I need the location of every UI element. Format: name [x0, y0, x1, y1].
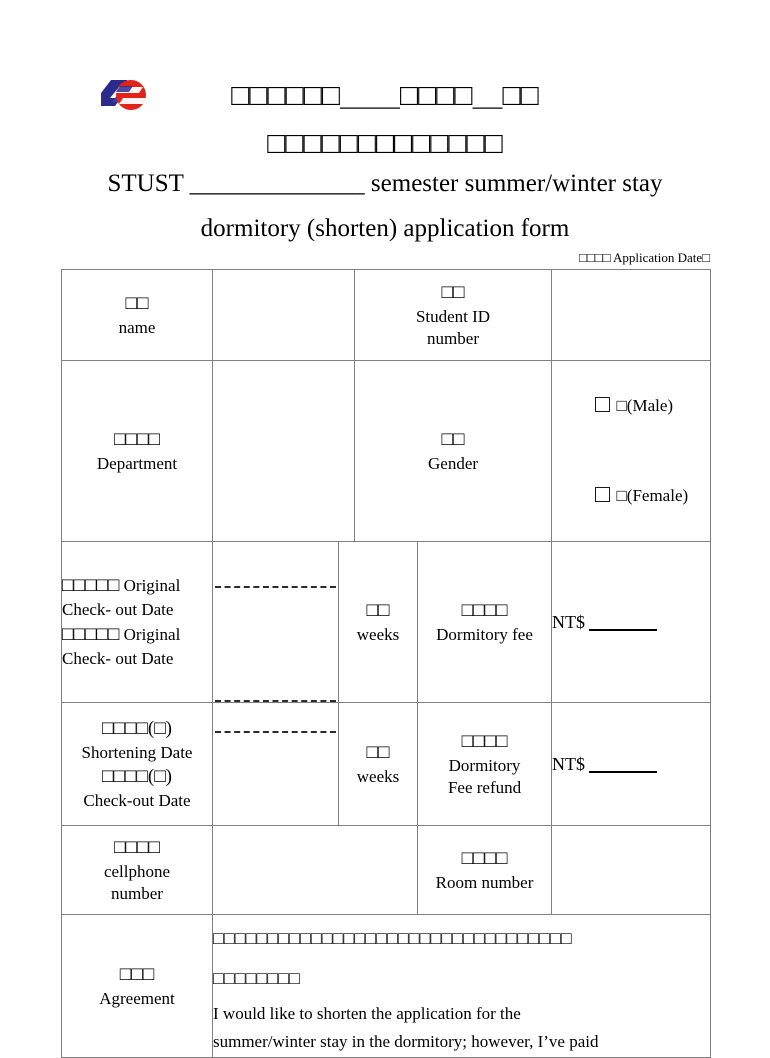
agreement-en-line-2: summer/winter stay in the dormitory; how… — [213, 1032, 599, 1051]
gender-option-female-label: □(Female) — [616, 486, 689, 505]
label-department: □□□□ Department — [61, 360, 213, 542]
field-name-value[interactable] — [211, 269, 356, 361]
label-dormitory-fee-cjk: □□□□ — [461, 600, 508, 621]
label-original-weeks: □□ weeks — [337, 541, 419, 703]
dormitory-fee-blank[interactable] — [589, 628, 658, 631]
label-student-id-en-2: number — [427, 329, 479, 348]
label-fee-refund-en-1: Dormitory — [448, 756, 521, 775]
label-dormitory-fee-en: Dormitory fee — [436, 625, 533, 644]
table-row-agreement: □□□ Agreement □□□□□□□□□□□□□□□□□□□□□□□□□□… — [61, 914, 712, 1058]
fee-refund-currency: NT$ — [552, 753, 586, 774]
label-room-number-cjk: □□□□ — [461, 848, 508, 869]
label-agreement-cjk: □□□ — [119, 964, 155, 985]
field-dormitory-fee[interactable]: NT$ — [551, 541, 712, 703]
label-gender: □□ Gender — [354, 360, 553, 542]
field-shortening-date-value[interactable] — [212, 702, 339, 826]
label-shortening-date-cjk-1: □□□□(□) — [101, 718, 173, 739]
agreement-cjk-line-2: □□□□□□□□ — [213, 968, 300, 988]
label-name-en: name — [118, 318, 156, 337]
gender-option-male[interactable]: □(Male) — [552, 361, 710, 451]
label-original-checkout-date: □□□□□ Original Check- out Date □□□□□ Ori… — [61, 541, 213, 703]
label-original-date-en-2a: Original Check- — [62, 625, 181, 668]
field-original-date-value[interactable] — [212, 541, 339, 703]
label-cellphone-number: □□□□ cellphone number — [61, 825, 213, 915]
checkbox-female-icon[interactable] — [594, 487, 610, 502]
label-cellphone-cjk: □□□□ — [114, 837, 160, 858]
label-shortening-weeks: □□ weeks — [337, 702, 419, 826]
label-cellphone-en-1: cellphone — [103, 862, 171, 881]
checkbox-male-icon[interactable] — [594, 397, 610, 412]
document-page: □□□□□□＿＿□□□□＿□□ □□□□□□□□□□□□□ STUST ____… — [61, 74, 712, 1058]
label-student-id: □□ Student ID number — [354, 269, 553, 361]
application-form-table: □□ name □□ Student ID number □□□□ Depart… — [61, 269, 712, 1058]
label-original-date-en-1b: out Date — [115, 600, 174, 619]
field-cellphone-value[interactable] — [211, 825, 419, 915]
gender-option-female[interactable]: □(Female) — [552, 451, 710, 541]
label-room-number: □□□□ Room number — [417, 825, 553, 915]
agreement-cjk-line-1: □□□□□□□□□□□□□□□□□□□□□□□□□□□□□□□□□ — [213, 928, 572, 948]
field-department-value[interactable] — [211, 360, 356, 542]
field-student-id-value[interactable] — [551, 269, 712, 361]
label-agreement: □□□ Agreement — [61, 914, 213, 1058]
label-student-id-en-1: Student ID — [415, 307, 491, 326]
label-shortening-date-en-1: Shortening Date — [81, 743, 193, 762]
label-original-date-cjk-2: □□□□□ — [62, 624, 120, 645]
gender-options: □(Male) □(Female) — [551, 360, 712, 542]
label-shortening-date: □□□□(□) Shortening Date □□□□(□) Check-ou… — [61, 702, 213, 826]
page-title-cjk-line2: □□□□□□□□□□□□□ — [267, 127, 503, 160]
table-row-name: □□ name □□ Student ID number — [61, 269, 712, 361]
application-date-label: □□□□ Application Date□ — [579, 250, 710, 265]
label-student-id-cjk: □□ — [441, 282, 465, 303]
table-row-contact: □□□□ cellphone number □□□□ Room number — [61, 825, 712, 915]
label-room-number-en: Room number — [435, 873, 534, 892]
label-name: □□ name — [61, 269, 213, 361]
table-row-original-date: □□□□□ Original Check- out Date □□□□□ Ori… — [61, 541, 712, 703]
label-shortening-weeks-en: weeks — [356, 767, 400, 786]
label-fee-refund-cjk: □□□□ — [461, 731, 508, 752]
agreement-text: □□□□□□□□□□□□□□□□□□□□□□□□□□□□□□□□□ □□□□□□… — [211, 914, 712, 1058]
label-gender-en: Gender — [428, 454, 479, 473]
label-department-en: Department — [96, 454, 178, 473]
dashed-rule-shortening — [215, 731, 336, 733]
label-original-weeks-cjk: □□ — [366, 600, 390, 621]
label-dormitory-fee: □□□□ Dormitory fee — [417, 541, 553, 703]
table-row-shortening-date: □□□□(□) Shortening Date □□□□(□) Check-ou… — [61, 702, 712, 826]
dashed-rule-top — [215, 586, 336, 588]
label-agreement-en: Agreement — [99, 989, 175, 1008]
page-title-en-line2: dormitory (shorten) application form — [200, 215, 570, 242]
label-department-cjk: □□□□ — [114, 429, 160, 450]
label-original-date-en-2b: out Date — [115, 649, 174, 668]
dormitory-fee-currency: NT$ — [552, 611, 586, 632]
field-room-number-value[interactable] — [551, 825, 712, 915]
stust-logo-icon — [99, 74, 151, 118]
label-original-weeks-en: weeks — [356, 625, 400, 644]
label-dormitory-fee-refund: □□□□ Dormitory Fee refund — [417, 702, 553, 826]
page-title-cjk-line1: □□□□□□＿＿□□□□＿□□ — [231, 79, 539, 112]
label-shortening-date-en-2: Check-out Date — [83, 791, 191, 810]
label-shortening-weeks-cjk: □□ — [366, 742, 390, 763]
gender-option-male-label: □(Male) — [616, 396, 674, 415]
dashed-rule-bottom — [215, 700, 336, 702]
label-gender-cjk: □□ — [441, 429, 465, 450]
fee-refund-blank[interactable] — [589, 770, 658, 773]
label-cellphone-en-2: number — [111, 884, 163, 903]
field-dormitory-fee-refund[interactable]: NT$ — [551, 702, 712, 826]
label-original-date-en-1a: Original Check- — [62, 576, 181, 619]
agreement-en-line-1: I would like to shorten the application … — [213, 1004, 521, 1023]
page-title-en-line1: STUST ______________ semester summer/win… — [107, 170, 663, 197]
label-shortening-date-cjk-2: □□□□(□) — [101, 766, 173, 787]
table-row-department: □□□□ Department □□ Gender □(Male) □(Fema… — [61, 360, 712, 542]
label-fee-refund-en-2: Fee refund — [447, 778, 522, 797]
label-name-cjk: □□ — [125, 293, 149, 314]
label-original-date-cjk-1: □□□□□ — [62, 575, 120, 596]
